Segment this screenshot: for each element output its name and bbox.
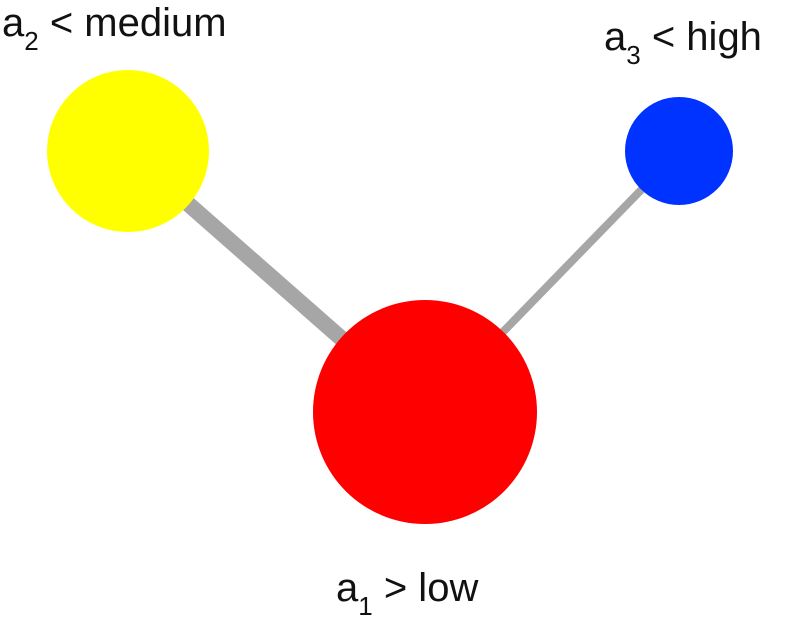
node-label-a2: a2 < medium (2, 1, 227, 56)
node-label-a3: a3 < high (604, 15, 762, 70)
node-a3 (625, 97, 733, 205)
node-a1 (313, 300, 537, 524)
node-a2 (47, 70, 209, 232)
node-label-a1: a1 > low (336, 566, 478, 621)
